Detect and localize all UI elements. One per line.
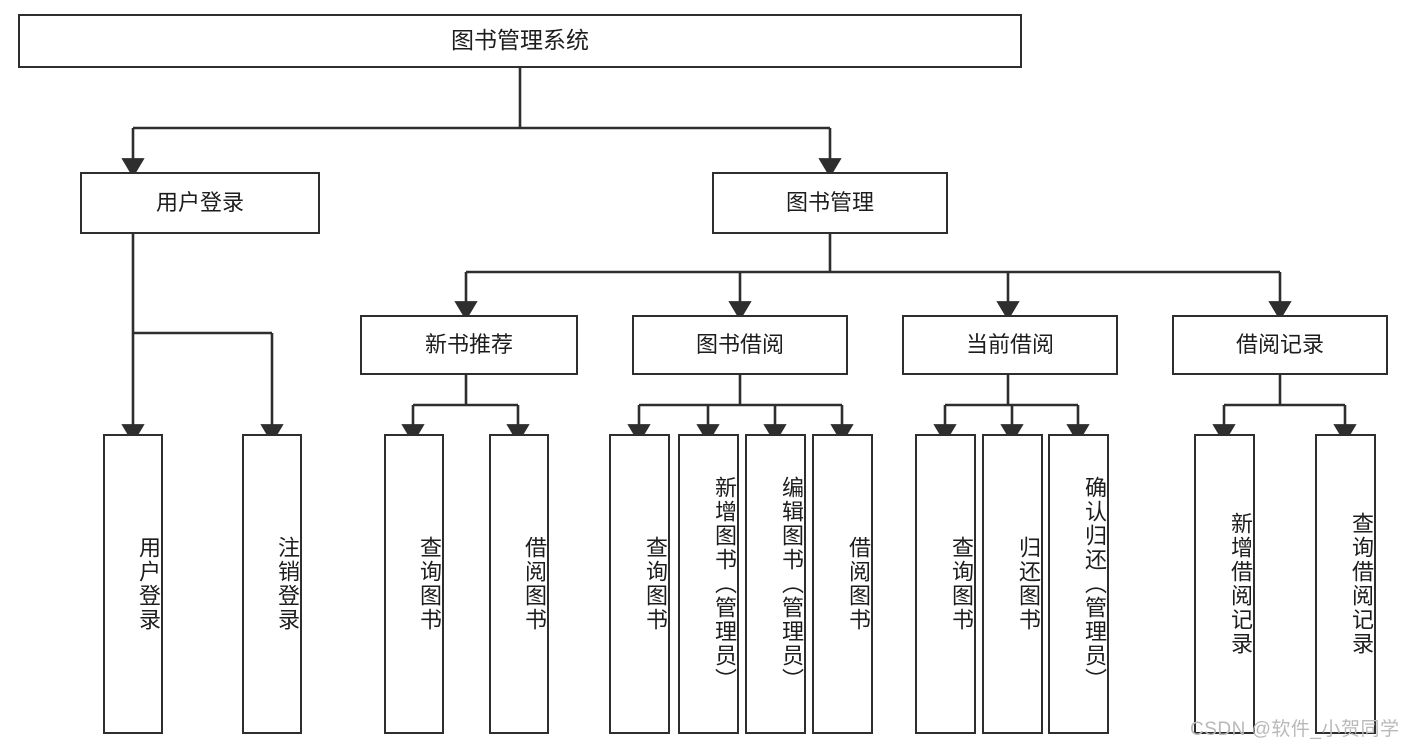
node-label: 归还图书 <box>1016 536 1041 632</box>
node-label: 查询借阅记录 <box>1349 512 1374 656</box>
node-label: 图书借阅 <box>695 332 784 358</box>
leaf-recommend-query-book[interactable]: 查询图书 <box>384 434 444 734</box>
node-label: 查询图书 <box>417 536 442 632</box>
leaf-current-return-book[interactable]: 归还图书 <box>982 434 1043 734</box>
leaf-record-query-record[interactable]: 查询借阅记录 <box>1315 434 1376 734</box>
node-label: 确认归还（管理员） <box>1082 476 1107 692</box>
csdn-watermark: CSDN @软件_小贺同学 <box>1190 719 1400 740</box>
node-book-borrow[interactable]: 图书借阅 <box>632 315 848 375</box>
node-label: 借阅图书 <box>846 536 871 632</box>
node-label: 查询图书 <box>949 536 974 632</box>
leaf-borrow-query-book[interactable]: 查询图书 <box>609 434 670 734</box>
node-borrow-record[interactable]: 借阅记录 <box>1172 315 1388 375</box>
node-label: 查询图书 <box>643 536 668 632</box>
leaf-user-login-signin[interactable]: 用户登录 <box>103 434 163 734</box>
node-book-management[interactable]: 图书管理 <box>712 172 948 234</box>
node-user-login[interactable]: 用户登录 <box>80 172 320 234</box>
leaf-borrow-add-book-admin[interactable]: 新增图书（管理员） <box>678 434 739 734</box>
leaf-borrow-edit-book-admin[interactable]: 编辑图书（管理员） <box>745 434 806 734</box>
leaf-user-login-signout[interactable]: 注销登录 <box>242 434 302 734</box>
node-label: 借阅图书 <box>522 536 547 632</box>
leaf-current-confirm-return-admin[interactable]: 确认归还（管理员） <box>1048 434 1109 734</box>
node-label: 用户登录 <box>155 190 244 216</box>
node-label: 新书推荐 <box>424 332 513 358</box>
node-label: 新增图书（管理员） <box>712 476 737 692</box>
node-label: 新增借阅记录 <box>1228 512 1253 656</box>
node-label: 用户登录 <box>136 536 161 632</box>
node-root-system[interactable]: 图书管理系统 <box>18 14 1022 68</box>
leaf-borrow-borrow-book[interactable]: 借阅图书 <box>812 434 873 734</box>
leaf-current-query-book[interactable]: 查询图书 <box>915 434 976 734</box>
leaf-recommend-borrow-book[interactable]: 借阅图书 <box>489 434 549 734</box>
leaf-record-add-record[interactable]: 新增借阅记录 <box>1194 434 1255 734</box>
node-label: 编辑图书（管理员） <box>779 476 804 692</box>
node-label: 注销登录 <box>275 536 300 632</box>
node-new-book-recommend[interactable]: 新书推荐 <box>360 315 578 375</box>
node-current-borrow[interactable]: 当前借阅 <box>902 315 1118 375</box>
node-label: 当前借阅 <box>965 332 1054 358</box>
node-label: 借阅记录 <box>1235 332 1324 358</box>
node-label: 图书管理 <box>785 190 874 216</box>
node-label: 图书管理系统 <box>451 27 589 54</box>
